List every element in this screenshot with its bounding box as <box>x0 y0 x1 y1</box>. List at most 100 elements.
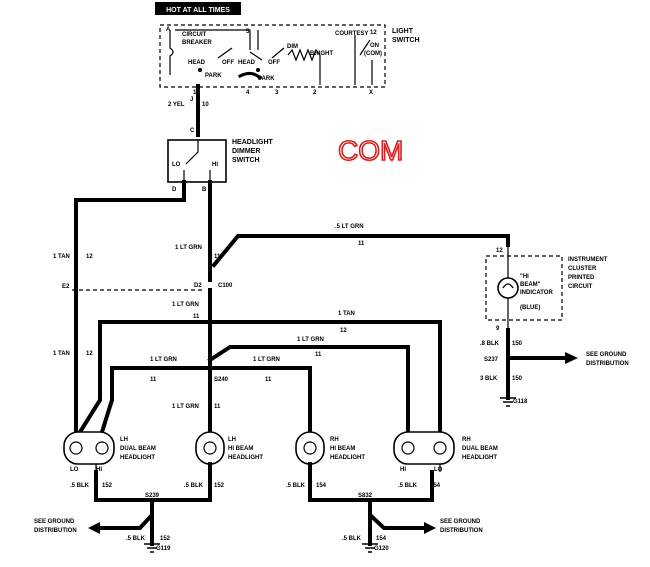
connector-e2-label: E2 <box>62 284 70 290</box>
headlight-3-label-2: HI BEAM <box>330 446 355 452</box>
courtesy-label: COURTESY <box>335 31 368 37</box>
wire-ltgrn-rh-dual <box>207 345 410 434</box>
light-switch-label-1: LIGHT <box>392 28 414 35</box>
switch-bus-line <box>175 29 259 50</box>
park-1-label: PARK <box>205 73 222 79</box>
indicator-filament <box>502 283 514 289</box>
wire-s832-distribution <box>368 498 430 530</box>
hot-at-all-times-label: HOT AT ALL TIMES <box>166 7 230 14</box>
wire-label-12-mid: 12 <box>340 328 347 334</box>
bottom-label-blk-e: .5 BLK <box>126 536 146 542</box>
wire-label-11b: 11 <box>214 254 221 260</box>
lh-hi-beam-headlight <box>195 431 225 465</box>
indicator-label-indicator: INDICATOR <box>520 290 553 296</box>
arrow-ground-right <box>565 352 578 364</box>
indicator-label-hi: "HI <box>520 274 529 280</box>
bottom-label-154b: 154 <box>430 483 441 489</box>
see-ground-left-2: DISTRIBUTION <box>34 528 77 534</box>
off-2-label: OFF <box>268 60 280 66</box>
wire-10-label: 10 <box>202 102 209 108</box>
wire-label-11f: 11 <box>265 377 272 383</box>
headlight-4-lo: LO <box>434 467 443 473</box>
park-2-label: PARK <box>258 76 275 82</box>
ground-g120-label: G120 <box>374 546 389 552</box>
head-2-label: HEAD <box>238 60 256 66</box>
dimmer-label-3: SWITCH <box>232 157 260 164</box>
pin-3-label: 3 <box>275 90 279 96</box>
wire-label-ltgrn-1f: 1 LT GRN <box>172 404 199 410</box>
switch-head-lever <box>237 71 263 81</box>
headlight-1-lo: LO <box>70 467 79 473</box>
wire-s239-distribution <box>94 498 154 530</box>
see-ground-right-2: DISTRIBUTION <box>586 361 629 367</box>
headlight-3-label-3: HEADLIGHT <box>330 455 365 461</box>
wire-label-tan-mid: 1 TAN <box>338 311 355 317</box>
lh-dual-lo-filament <box>69 441 83 455</box>
pin-4-label: 4 <box>246 90 250 96</box>
wire-label-11d: 11 <box>315 352 322 358</box>
headlight-2-label-3: HEADLIGHT <box>228 455 263 461</box>
instrument-label-2: CLUSTER <box>568 266 597 272</box>
splice-s239-label: S239 <box>145 493 160 499</box>
headlight-4-label-2: DUAL BEAM <box>462 446 498 452</box>
ground-symbol-g119 <box>144 543 160 553</box>
wire-label-tan-left: 1 TAN <box>53 254 70 260</box>
connector-d2-label: D2 <box>194 283 202 289</box>
wire-label-3blk: 3 BLK <box>480 376 498 382</box>
wire-label-ltgrn-1e: 1 LT GRN <box>253 357 280 363</box>
wire-label-ltgrn-1b: 1 LT GRN <box>172 302 199 308</box>
wire-tan-left <box>74 180 186 434</box>
headlight-2-label-2: HI BEAM <box>228 446 253 452</box>
dim-label: DIM <box>287 44 298 50</box>
bottom-label-154a: 154 <box>316 483 327 489</box>
wire-label-ltgrn-1a: 1 LT GRN <box>175 245 202 251</box>
wire-label-tan-left2: 1 TAN <box>53 351 70 357</box>
wire-label-150b: 150 <box>512 376 523 382</box>
wire-label-ltgrn-1d: 1 LT GRN <box>150 357 177 363</box>
wire-ltgrn-lh <box>99 366 212 435</box>
wire-tan-right <box>208 320 442 434</box>
wire-ltgrn-top <box>211 234 510 268</box>
rheostat-symbol <box>287 48 321 62</box>
pin-2-label: 2 <box>313 90 317 96</box>
indicator-label-blue: (BLUE) <box>520 305 540 311</box>
see-ground-right-1: SEE GROUND <box>586 352 627 358</box>
bottom-label-blk-f: .5 BLK <box>342 536 362 542</box>
wire-label-11c: 11 <box>193 314 200 320</box>
see-ground-right-bottom-2: DISTRIBUTION <box>440 528 483 534</box>
wire-label-ltgrn-1c: 1 LT GRN <box>297 337 324 343</box>
bright-label: BRIGHT <box>310 51 333 57</box>
ground-symbol-g120 <box>362 543 378 553</box>
instrument-label-1: INSTRUMENT <box>568 257 608 263</box>
dimmer-lo-label: LO <box>172 162 181 168</box>
dimmer-switch-box <box>167 139 227 183</box>
arrow-ground-left <box>88 522 100 534</box>
bottom-label-152a: 152 <box>102 483 113 489</box>
dimmer-hi-label: HI <box>212 162 218 168</box>
wire-label-8blk: .8 BLK <box>480 341 500 347</box>
headlight-4-hi: HI <box>400 467 406 473</box>
ground-symbol-g118 <box>500 397 516 407</box>
instrument-cluster-box <box>485 255 563 321</box>
wire-label-150a: 150 <box>512 341 523 347</box>
headlight-1-hi: HI <box>96 467 102 473</box>
switch-contact-off <box>271 47 285 59</box>
lh-hi-filament <box>203 441 217 455</box>
indicator-label-beam: BEAM" <box>520 282 541 288</box>
wire-label-9-ic: 9 <box>496 326 500 332</box>
headlight-4-label-3: HEADLIGHT <box>462 455 497 461</box>
on-label: ON <box>370 43 379 49</box>
wire-label-12-ic: 12 <box>496 248 503 254</box>
bottom-label-152c: 152 <box>160 536 171 542</box>
light-switch-label-2: SWITCH <box>392 37 420 44</box>
dimmer-pin-d: D <box>172 187 177 193</box>
bottom-label-blk-d: .5 BLK <box>398 483 418 489</box>
splice-s832-label: S832 <box>358 493 373 499</box>
head-1-label: HEAD <box>188 60 206 66</box>
see-ground-left-1: SEE GROUND <box>34 519 75 525</box>
light-switch-box <box>159 24 386 88</box>
wire-label-11a: 11 <box>358 241 365 247</box>
splice-s240-dot <box>207 365 213 371</box>
com-label: (COM) <box>364 51 382 57</box>
